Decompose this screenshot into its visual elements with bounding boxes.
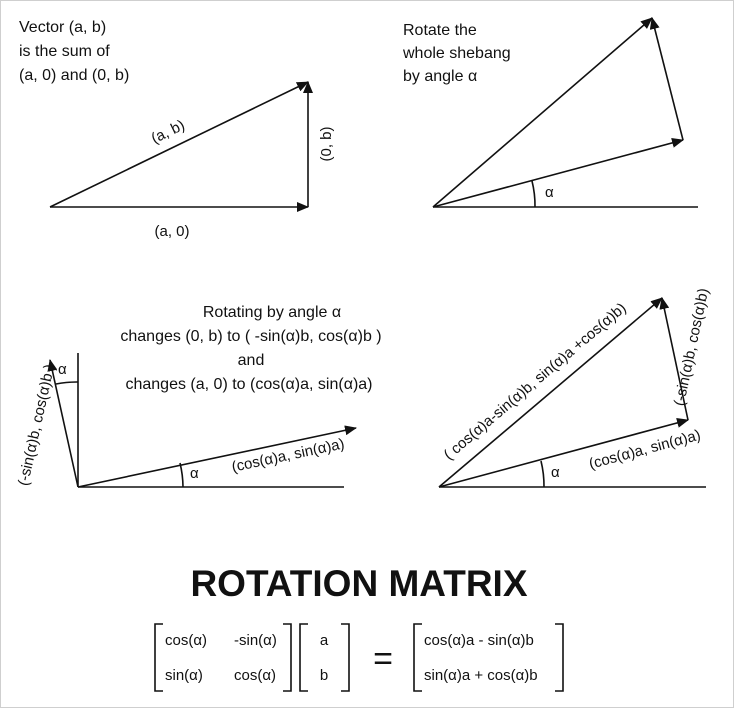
title: ROTATION MATRIX: [190, 563, 527, 604]
vector-left-bracket: [299, 623, 308, 692]
label-rotated-b: (-sin(α)b, cos(α)b ): [15, 363, 58, 488]
equals-sign: =: [373, 640, 393, 678]
rotated-b-arrow: [659, 297, 689, 421]
rotated-a-arrow: [438, 418, 689, 488]
matrix-cell-r1c1: cos(α): [165, 632, 207, 649]
panel1-caption-line-3: (a, 0) and (0, b): [19, 67, 129, 84]
vector-ab-arrow: [49, 81, 309, 208]
vector-cell-a: a: [320, 632, 329, 649]
panel2-caption-line-1: Rotate the: [403, 22, 477, 39]
label-rotated-a: (cos(α)a, sin(α)a): [587, 427, 702, 473]
angle-arc-top: [55, 381, 79, 385]
rotated-a-arrow: [432, 138, 684, 208]
vector-right-bracket: [341, 623, 350, 692]
panel3-caption-line-4: changes (a, 0) to (cos(α)a, sin(α)a): [125, 376, 372, 393]
rotated-sum-arrow: [432, 17, 653, 208]
rotated-a-arrow: [77, 425, 357, 488]
rotated-b-arrow: [47, 359, 79, 488]
label-sum: ( cos(α)a-sin(α)b, sin(α)a +cos(α)b): [441, 300, 630, 464]
panel2-caption-line-2: whole shebang: [402, 45, 511, 62]
result-right-bracket: [555, 623, 564, 692]
label-rotated-a: (cos(α)a, sin(α)a): [230, 435, 346, 476]
matrix-left-bracket: [154, 623, 163, 692]
angle-alpha-label: α: [545, 184, 554, 201]
angle-arc-bottom: [179, 462, 184, 488]
label-rotated-b: (-sin(α)b, cos(α)b): [671, 287, 713, 408]
rotated-b-arrow: [649, 17, 684, 141]
result-row-2: sin(α)a + cos(α)b: [424, 667, 538, 684]
angle-alpha-bottom-label: α: [190, 465, 199, 482]
matrix-cell-r1c2: -sin(α): [234, 632, 277, 649]
matrix-cell-r2c2: cos(α): [234, 667, 276, 684]
result-row-1: cos(α)a - sin(α)b: [424, 632, 534, 649]
angle-alpha-label: α: [551, 464, 560, 481]
angle-arc: [531, 180, 536, 208]
panel-3: Rotating by angle α changes (0, b) to ( …: [15, 304, 382, 488]
panel1-caption-line-1: Vector (a, b): [19, 19, 106, 36]
panel3-caption-line-3: and: [238, 352, 265, 369]
angle-arc: [540, 460, 545, 488]
panel-4: α (cos(α)a, sin(α)a) (-sin(α)b, cos(α)b)…: [438, 287, 713, 488]
panel2-caption-line-3: by angle α: [403, 68, 477, 85]
matrix-cell-r2c1: sin(α): [165, 667, 203, 684]
label-a0: (a, 0): [154, 223, 189, 240]
vector-cell-b: b: [320, 667, 328, 684]
panel3-caption-line-1: Rotating by angle α: [203, 304, 341, 321]
result-left-bracket: [413, 623, 422, 692]
equation: cos(α) -sin(α) sin(α) cos(α) a b = cos(α…: [154, 623, 564, 692]
panel-1: Vector (a, b) is the sum of (a, 0) and (…: [19, 19, 335, 240]
angle-alpha-top-label: α: [58, 361, 67, 378]
panel-2: Rotate the whole shebang by angle α α: [402, 17, 698, 208]
label-0b: (0, b): [318, 126, 335, 161]
panel3-caption-line-2: changes (0, b) to ( -sin(α)b, cos(α)b ): [120, 328, 381, 345]
rotated-sum-arrow: [438, 297, 663, 488]
matrix-right-bracket: [283, 623, 292, 692]
panel1-caption-line-2: is the sum of: [19, 43, 110, 60]
